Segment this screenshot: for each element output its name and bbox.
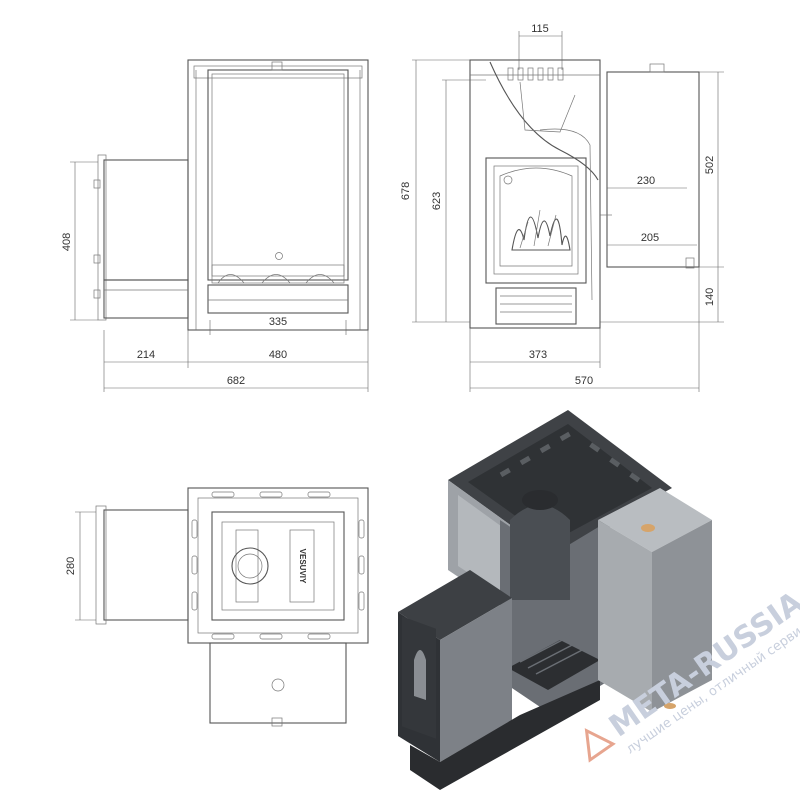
side-view: 115 678 623 230 205 502 140 373 570 (400, 23, 724, 392)
dim-front-tunnel-length: 214 (137, 349, 155, 361)
dim-front-inner-width: 335 (269, 316, 287, 328)
dim-side-height-total: 678 (400, 182, 412, 200)
stove-3d-render (398, 410, 712, 790)
dim-front-tunnel-height: 408 (61, 233, 73, 251)
dim-side-height-body: 623 (431, 192, 443, 210)
dim-top-tunnel-width: 280 (65, 557, 77, 575)
dim-side-tank-height: 502 (704, 156, 716, 174)
door-brand-logo: VESUVIY (298, 549, 307, 584)
dim-side-body-depth: 373 (529, 349, 547, 361)
dim-side-tank-width: 230 (637, 175, 655, 187)
top-view: VESUVIY 280 (65, 487, 369, 727)
dim-front-width-total: 682 (227, 375, 245, 387)
dim-front-body-width: 480 (269, 349, 287, 361)
dim-side-total-depth: 570 (575, 375, 593, 387)
dim-side-tank-offset: 205 (641, 232, 659, 244)
dim-side-top-flue: 115 (531, 23, 549, 35)
dim-side-tank-bottom: 140 (704, 288, 716, 306)
front-view: 408 335 214 480 682 (61, 59, 369, 392)
